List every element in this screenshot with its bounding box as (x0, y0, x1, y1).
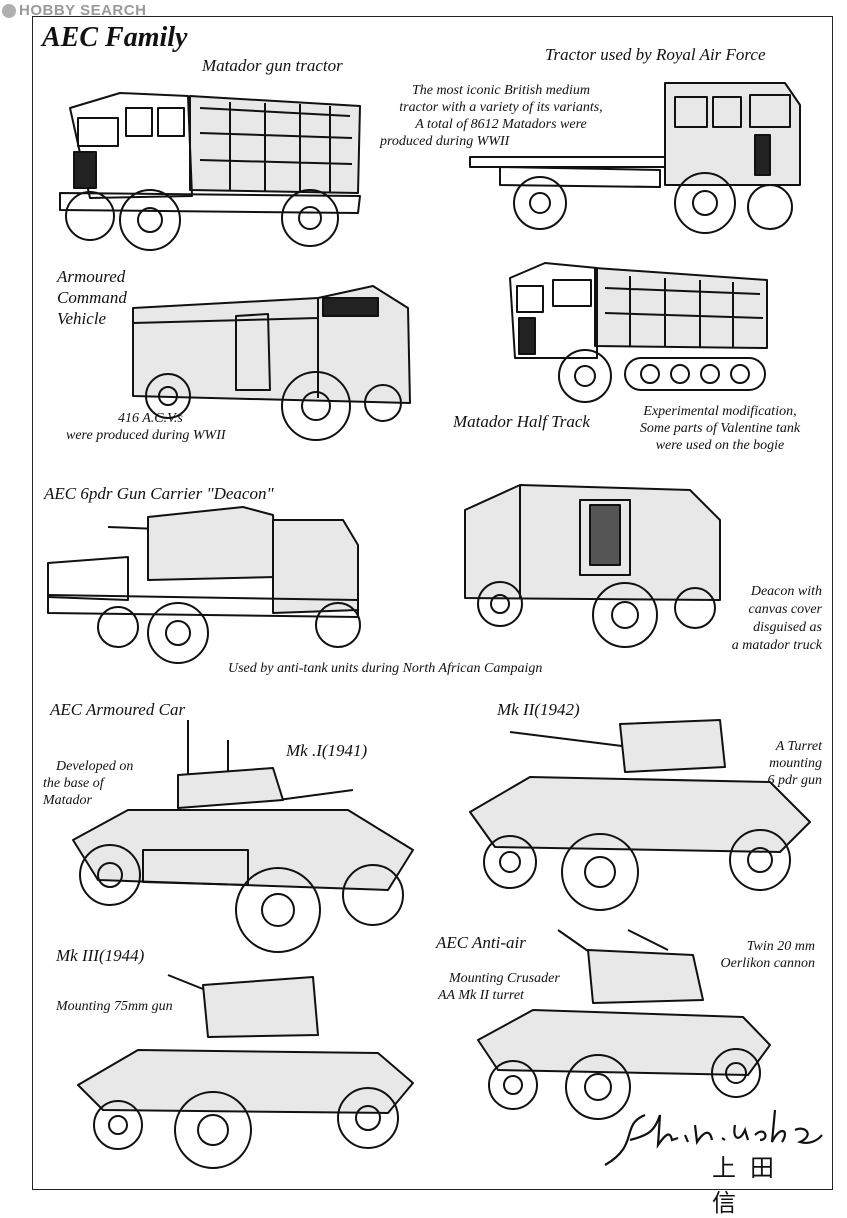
caption-mk3: Mk III(1944) (56, 946, 145, 965)
mk2-note-line: A Turret (775, 739, 822, 754)
aa-note-line: AA Mk II turret (438, 988, 524, 1003)
twin-line: Oerlikon cannon (720, 956, 815, 971)
caption-mk3-note: Mounting 75mm gun (56, 999, 173, 1014)
acv-title-line: Vehicle (57, 309, 107, 328)
matador-truck-drawing (59, 92, 361, 251)
caption-deacon-title: AEC 6pdr Gun Carrier "Deacon" (44, 484, 274, 503)
hobby-search-logo-icon (2, 3, 16, 18)
caption-iconic: The most iconic British medium tractor w… (376, 82, 626, 150)
deacon-canvas-drawing (464, 484, 721, 648)
caption-mk2: Mk II(1942) (497, 700, 580, 719)
mk1-note-line: the base of (43, 776, 104, 791)
caption-acv-note: 416 A.C.V.s were produced during WWII (66, 410, 226, 444)
caption-twin: Twin 20 mm Oerlikon cannon (700, 938, 815, 972)
caption-mk1: Mk .I(1941) (286, 741, 368, 760)
iconic-line: produced during WWII (380, 134, 510, 149)
page-frame (32, 16, 833, 1190)
caption-mk1-note: Developed on the base of Matador (43, 758, 133, 809)
halftrack-note-line: were used on the bogie (655, 438, 785, 453)
acv-drawing (132, 285, 411, 441)
twin-line: Twin 20 mm (746, 939, 815, 954)
iconic-line: A total of 8612 Matadors were (415, 117, 587, 132)
caption-matador: Matador gun tractor (202, 56, 343, 75)
signature-kanji: 上田 信 (712, 1154, 788, 1217)
mk3-car-drawing (77, 974, 414, 1169)
page-title: AEC Family (42, 22, 188, 53)
caption-mk2-note: A Turret mounting 6 pdr gun (722, 738, 822, 789)
deacon-note-line: canvas cover (748, 602, 822, 617)
mk1-note-line: Developed on (56, 759, 134, 774)
acv-title-line: Command (57, 288, 127, 307)
signature (600, 1100, 830, 1175)
caption-deacon-note: Deacon with canvas cover disguised as a … (700, 583, 822, 655)
aa-note-line: Mounting Crusader (449, 971, 560, 986)
caption-halftrack-note: Experimental modification, Some parts of… (620, 403, 820, 454)
caption-halftrack-title: Matador Half Track (453, 412, 590, 431)
halftrack-note-line: Experimental modification, (643, 404, 797, 419)
caption-acv-title: Armoured Command Vehicle (57, 266, 127, 329)
deacon-note-line: a matador truck (731, 638, 822, 653)
watermark-text: HOBBY SEARCH (19, 2, 147, 19)
halftrack-note-line: Some parts of Valentine tank (639, 421, 801, 436)
deacon-note-line: disguised as (753, 620, 822, 635)
caption-aa: AEC Anti-air (436, 933, 526, 952)
iconic-line: The most iconic British medium (411, 83, 591, 98)
mk2-car-drawing (469, 719, 811, 911)
signature-script-drawing (604, 1109, 823, 1166)
iconic-line: tractor with a variety of its variants, (399, 100, 603, 115)
caption-aa-note: Mounting Crusader AA Mk II turret (438, 970, 560, 1004)
acv-note-line: 416 A.C.V.s (118, 411, 183, 426)
mk2-note-line: 6 pdr gun (767, 773, 822, 788)
halftrack-drawing (509, 262, 768, 403)
deacon-drawing (47, 506, 361, 664)
aa-car-drawing (477, 929, 771, 1120)
watermark: HOBBY SEARCH (2, 2, 146, 19)
caption-raf: Tractor used by Royal Air Force (545, 45, 766, 64)
mk1-car-drawing (72, 720, 414, 953)
mk1-note-line: Matador (43, 793, 92, 808)
caption-deacon-use: Used by anti-tank units during North Afr… (228, 661, 543, 676)
mk2-note-line: mounting (769, 756, 822, 771)
acv-title-line: Armoured (57, 267, 126, 286)
raf-tractor-drawing (469, 82, 801, 234)
deacon-note-line: Deacon with (750, 584, 822, 599)
acv-note-line: were produced during WWII (66, 428, 226, 443)
caption-armoured-car: AEC Armoured Car (50, 700, 186, 719)
